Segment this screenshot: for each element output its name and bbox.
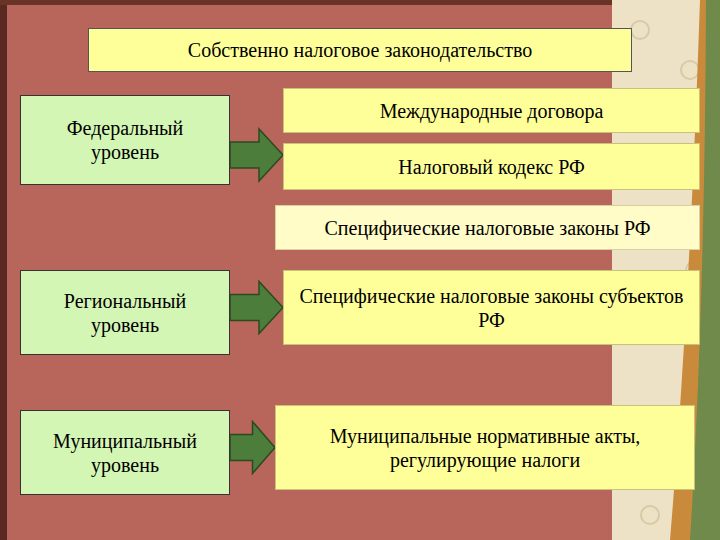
block-arrow [230, 422, 275, 474]
box-text: Специфические налоговые законы РФ [325, 216, 651, 240]
block-arrow [230, 282, 283, 334]
title-text: Собственно налоговое законодательство [188, 38, 532, 62]
box-text: Федеральный уровень [31, 116, 219, 164]
box-text: Региональный уровень [31, 289, 219, 337]
box-text: Международные договора [380, 99, 604, 123]
left-frame [0, 0, 7, 540]
box-text: Муниципальные нормативные акты, регулиру… [286, 424, 684, 472]
law-box: Муниципальные нормативные акты, регулиру… [275, 405, 695, 490]
level-box: Региональный уровень [20, 270, 230, 355]
law-box: Налоговый кодекс РФ [283, 143, 700, 190]
level-box: Федеральный уровень [20, 95, 230, 185]
law-box: Специфические налоговые законы субъектов… [283, 270, 700, 345]
box-text: Налоговый кодекс РФ [398, 155, 585, 179]
level-box: Муниципальный уровень [20, 410, 230, 495]
law-box: Международные договора [283, 88, 700, 133]
box-text: Специфические налоговые законы субъектов… [294, 284, 689, 332]
box-text: Муниципальный уровень [31, 429, 219, 477]
block-arrow [230, 129, 283, 181]
law-box: Специфические налоговые законы РФ [275, 205, 700, 250]
title-box: Собственно налоговое законодательство [88, 28, 632, 72]
